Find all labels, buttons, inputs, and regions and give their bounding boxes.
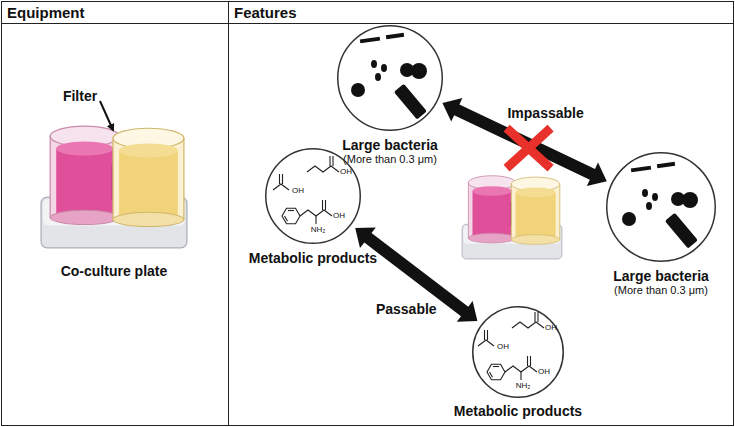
header-rule: [2, 23, 228, 24]
panel: EquipmentCo-culture plate: [1, 1, 229, 426]
edge-label: Passable: [376, 301, 437, 317]
panel: FeaturesLarge bacteria(More than 0.3 μm)…: [228, 1, 734, 426]
caption-group: Large bacteria(More than 0.3 μm): [267, 137, 513, 166]
cross-stroke: [507, 128, 551, 168]
node-title: Large bacteria: [536, 268, 735, 284]
node-title: Large bacteria: [267, 137, 513, 153]
bacteria-circle: Large bacteria(More than 0.3 μm): [606, 152, 716, 262]
atom-label: OH: [292, 186, 304, 195]
chemical-structures: [478, 312, 544, 380]
node-note: (More than 0.3 μm): [536, 284, 735, 297]
bacteria-icons: [622, 162, 698, 249]
metabolite-circle: Metabolic products: [265, 148, 361, 244]
circle-outline: [337, 25, 443, 131]
circle-outline: [472, 306, 564, 398]
bacteria-circle: Large bacteria(More than 0.3 μm): [337, 25, 443, 131]
caption-group: Metabolic products: [402, 403, 634, 419]
double-arrow: [355, 227, 477, 321]
atom-label: NH₂: [516, 381, 531, 390]
double-arrow: [442, 98, 606, 186]
circle-shape: [607, 153, 716, 262]
atom-label: OH: [340, 167, 352, 176]
caption-group: Co-culture plate: [0, 263, 260, 279]
circle-shape: [473, 307, 564, 398]
bacteria-icons: [351, 33, 427, 120]
circle-outline: [265, 148, 361, 244]
panel-heading: Equipment: [7, 4, 85, 21]
caption-group: Large bacteria(More than 0.3 μm): [536, 268, 735, 297]
plate-figure: Co-culture plate: [38, 118, 190, 255]
node-title: Co-culture plate: [0, 263, 260, 279]
atom-label: OH: [538, 367, 550, 376]
node-title: Metabolic products: [195, 250, 431, 266]
circle-shape: [338, 26, 443, 131]
part-label: Filter: [63, 88, 97, 104]
circle-shape: [266, 149, 361, 244]
blocked-cross: [507, 128, 551, 168]
plate-illustration: [41, 126, 187, 248]
edge-label: Impassable: [507, 105, 583, 121]
chemical-structures: [273, 156, 339, 224]
atom-label: OH: [497, 342, 509, 351]
plate-illustration: [462, 176, 562, 259]
atom-label: OH: [545, 323, 557, 332]
node-note: (More than 0.3 μm): [267, 153, 513, 166]
caption-group: Metabolic products: [195, 250, 431, 266]
node-title: Metabolic products: [402, 403, 634, 419]
cross-stroke: [507, 128, 551, 168]
atom-label: OH: [333, 211, 345, 220]
panel-heading: Features: [234, 4, 297, 21]
header-rule: [229, 23, 733, 24]
metabolite-circle: Metabolic products: [472, 306, 564, 398]
atom-label: NH₂: [311, 225, 326, 234]
circle-outline: [606, 152, 716, 262]
leader-arrow: [100, 101, 113, 130]
